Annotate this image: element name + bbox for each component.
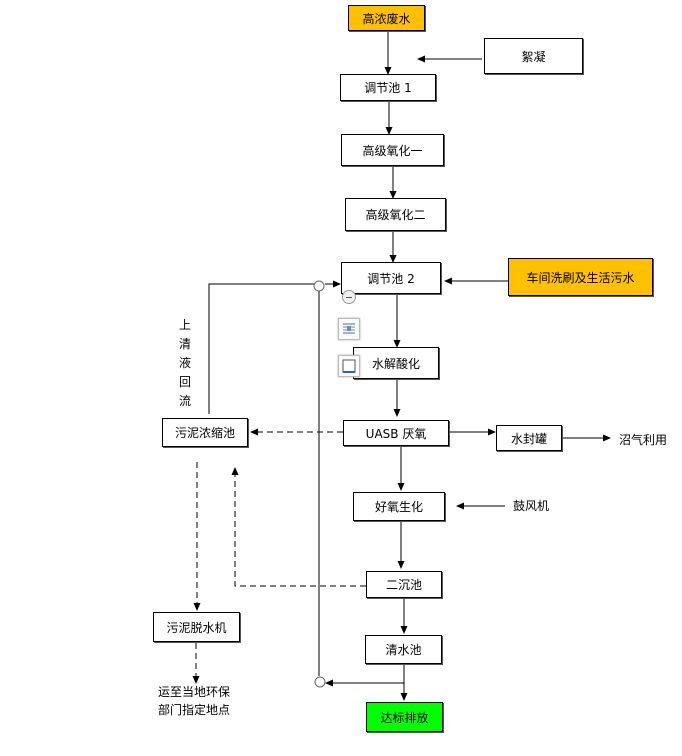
node-clean-water-tank[interactable]: 清水池: [365, 635, 442, 664]
node-high-conc-wastewater[interactable]: 高浓废水: [348, 5, 425, 31]
label-biogas-use: 沼气利用: [619, 433, 668, 447]
node-secondary-clarifier[interactable]: 二沉池: [366, 571, 442, 598]
line-clarifier-sludge-return: [231, 467, 366, 587]
node-hydrolysis-acidification[interactable]: 水解酸化: [353, 347, 439, 379]
node-aerobic-biochemical[interactable]: 好氧生化: [353, 492, 445, 521]
connector-node-top: [313, 280, 325, 292]
connector-node-bottom: [314, 676, 326, 688]
label-blower: 鼓风机: [513, 499, 550, 513]
vertical-char: 上: [178, 318, 191, 332]
node-equalization-tank-2[interactable]: 调节池 2: [341, 262, 441, 294]
node-flocculation[interactable]: 絮凝: [484, 38, 583, 74]
vertical-char: 液: [178, 356, 191, 370]
label-supernatant-return: 上 清 液 回 流: [178, 316, 192, 411]
node-advanced-oxidation-2[interactable]: 高级氧化二: [345, 198, 446, 231]
collapse-minus-icon[interactable]: [342, 290, 356, 304]
node-equalization-tank-1[interactable]: 调节池 1: [340, 74, 436, 101]
vertical-char: 回: [178, 375, 191, 389]
node-uasb-anaerobic[interactable]: UASB 厌氧: [343, 420, 449, 446]
node-water-seal-tank[interactable]: 水封罐: [496, 425, 562, 451]
node-compliant-discharge[interactable]: 达标排放: [366, 702, 443, 732]
shape-style-icon[interactable]: [338, 355, 360, 377]
node-sludge-dewatering[interactable]: 污泥脱水机: [153, 612, 240, 642]
node-sludge-thickener[interactable]: 污泥浓缩池: [162, 418, 248, 447]
layout-options-icon[interactable]: [338, 318, 360, 340]
vertical-char: 流: [178, 394, 191, 408]
label-disposal-line2: 部门指定地点: [158, 703, 231, 717]
node-workshop-domestic-wastewater[interactable]: 车间洗刷及生活污水: [508, 258, 653, 296]
label-disposal-line1: 运至当地环保: [158, 685, 231, 699]
vertical-char: 清: [178, 337, 191, 351]
node-advanced-oxidation-1[interactable]: 高级氧化一: [341, 134, 444, 166]
line-supernatant-return: [208, 283, 319, 414]
